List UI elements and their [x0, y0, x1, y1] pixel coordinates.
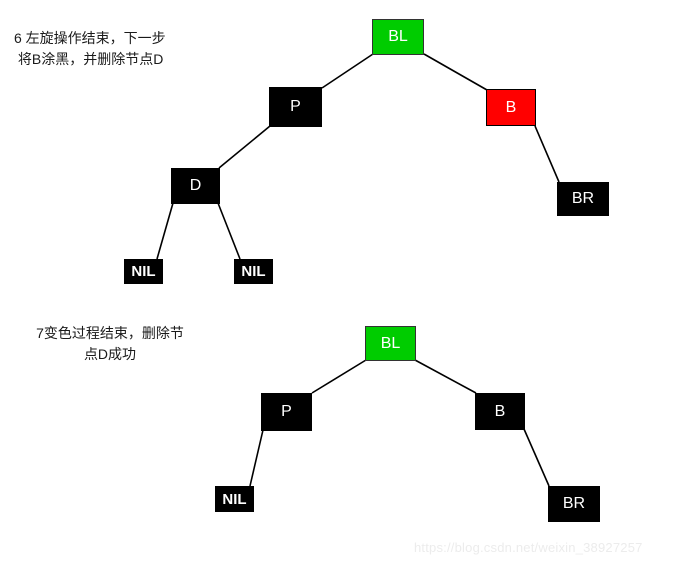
tree-node-bl-bottom[interactable]: BL [365, 326, 416, 361]
edge-p-d [218, 125, 271, 169]
tree-node-label: B [505, 98, 517, 116]
edge-b2-br2 [523, 428, 550, 487]
tree-node-nil-right-top[interactable]: NIL [234, 259, 273, 284]
tree-node-b-top[interactable]: B [486, 89, 536, 126]
edge-bl-p [321, 53, 374, 89]
tree-node-br-bottom[interactable]: BR [548, 486, 600, 522]
tree-node-p-bottom[interactable]: P [261, 393, 312, 431]
tree-node-label: BL [388, 28, 408, 45]
tree-node-label: NIL [241, 263, 266, 280]
tree-node-label: BL [380, 334, 401, 352]
tree-node-label: D [189, 177, 202, 194]
edge-d-nil-left [156, 202, 174, 260]
edge-b-br [534, 125, 560, 183]
tree-node-b-bottom[interactable]: B [475, 393, 525, 430]
tree-node-label: BR [571, 190, 595, 207]
tree-node-p-top[interactable]: P [269, 87, 322, 127]
caption-step-6: 6 左旋操作结束，下一步 将B涂黑，并删除节点D [14, 30, 166, 67]
tree-node-label: P [290, 98, 301, 115]
tree-node-label: NIL [222, 490, 247, 508]
caption-step-7: 7变色过程结束，删除节 点D成功 [36, 325, 184, 362]
tree-node-label: B [494, 402, 506, 420]
edge-bl2-b2 [414, 359, 477, 394]
tree-node-nil-left-top[interactable]: NIL [124, 259, 163, 284]
edge-p2-nil2 [249, 429, 264, 487]
tree-node-label: NIL [131, 263, 156, 280]
edge-d-nil-right [217, 202, 241, 260]
watermark-url: https://blog.csdn.net/weixin_38927257 [414, 540, 643, 555]
tree-node-bl-top[interactable]: BL [372, 19, 424, 55]
tree-node-d-top[interactable]: D [171, 168, 220, 204]
tree-node-br-top[interactable]: BR [557, 182, 609, 216]
tree-node-nil-bottom[interactable]: NIL [215, 486, 254, 512]
edge-bl-b [423, 53, 488, 91]
edge-bl2-p2 [311, 359, 367, 394]
tree-node-label: P [281, 403, 292, 420]
tree-node-label: BR [562, 495, 586, 512]
